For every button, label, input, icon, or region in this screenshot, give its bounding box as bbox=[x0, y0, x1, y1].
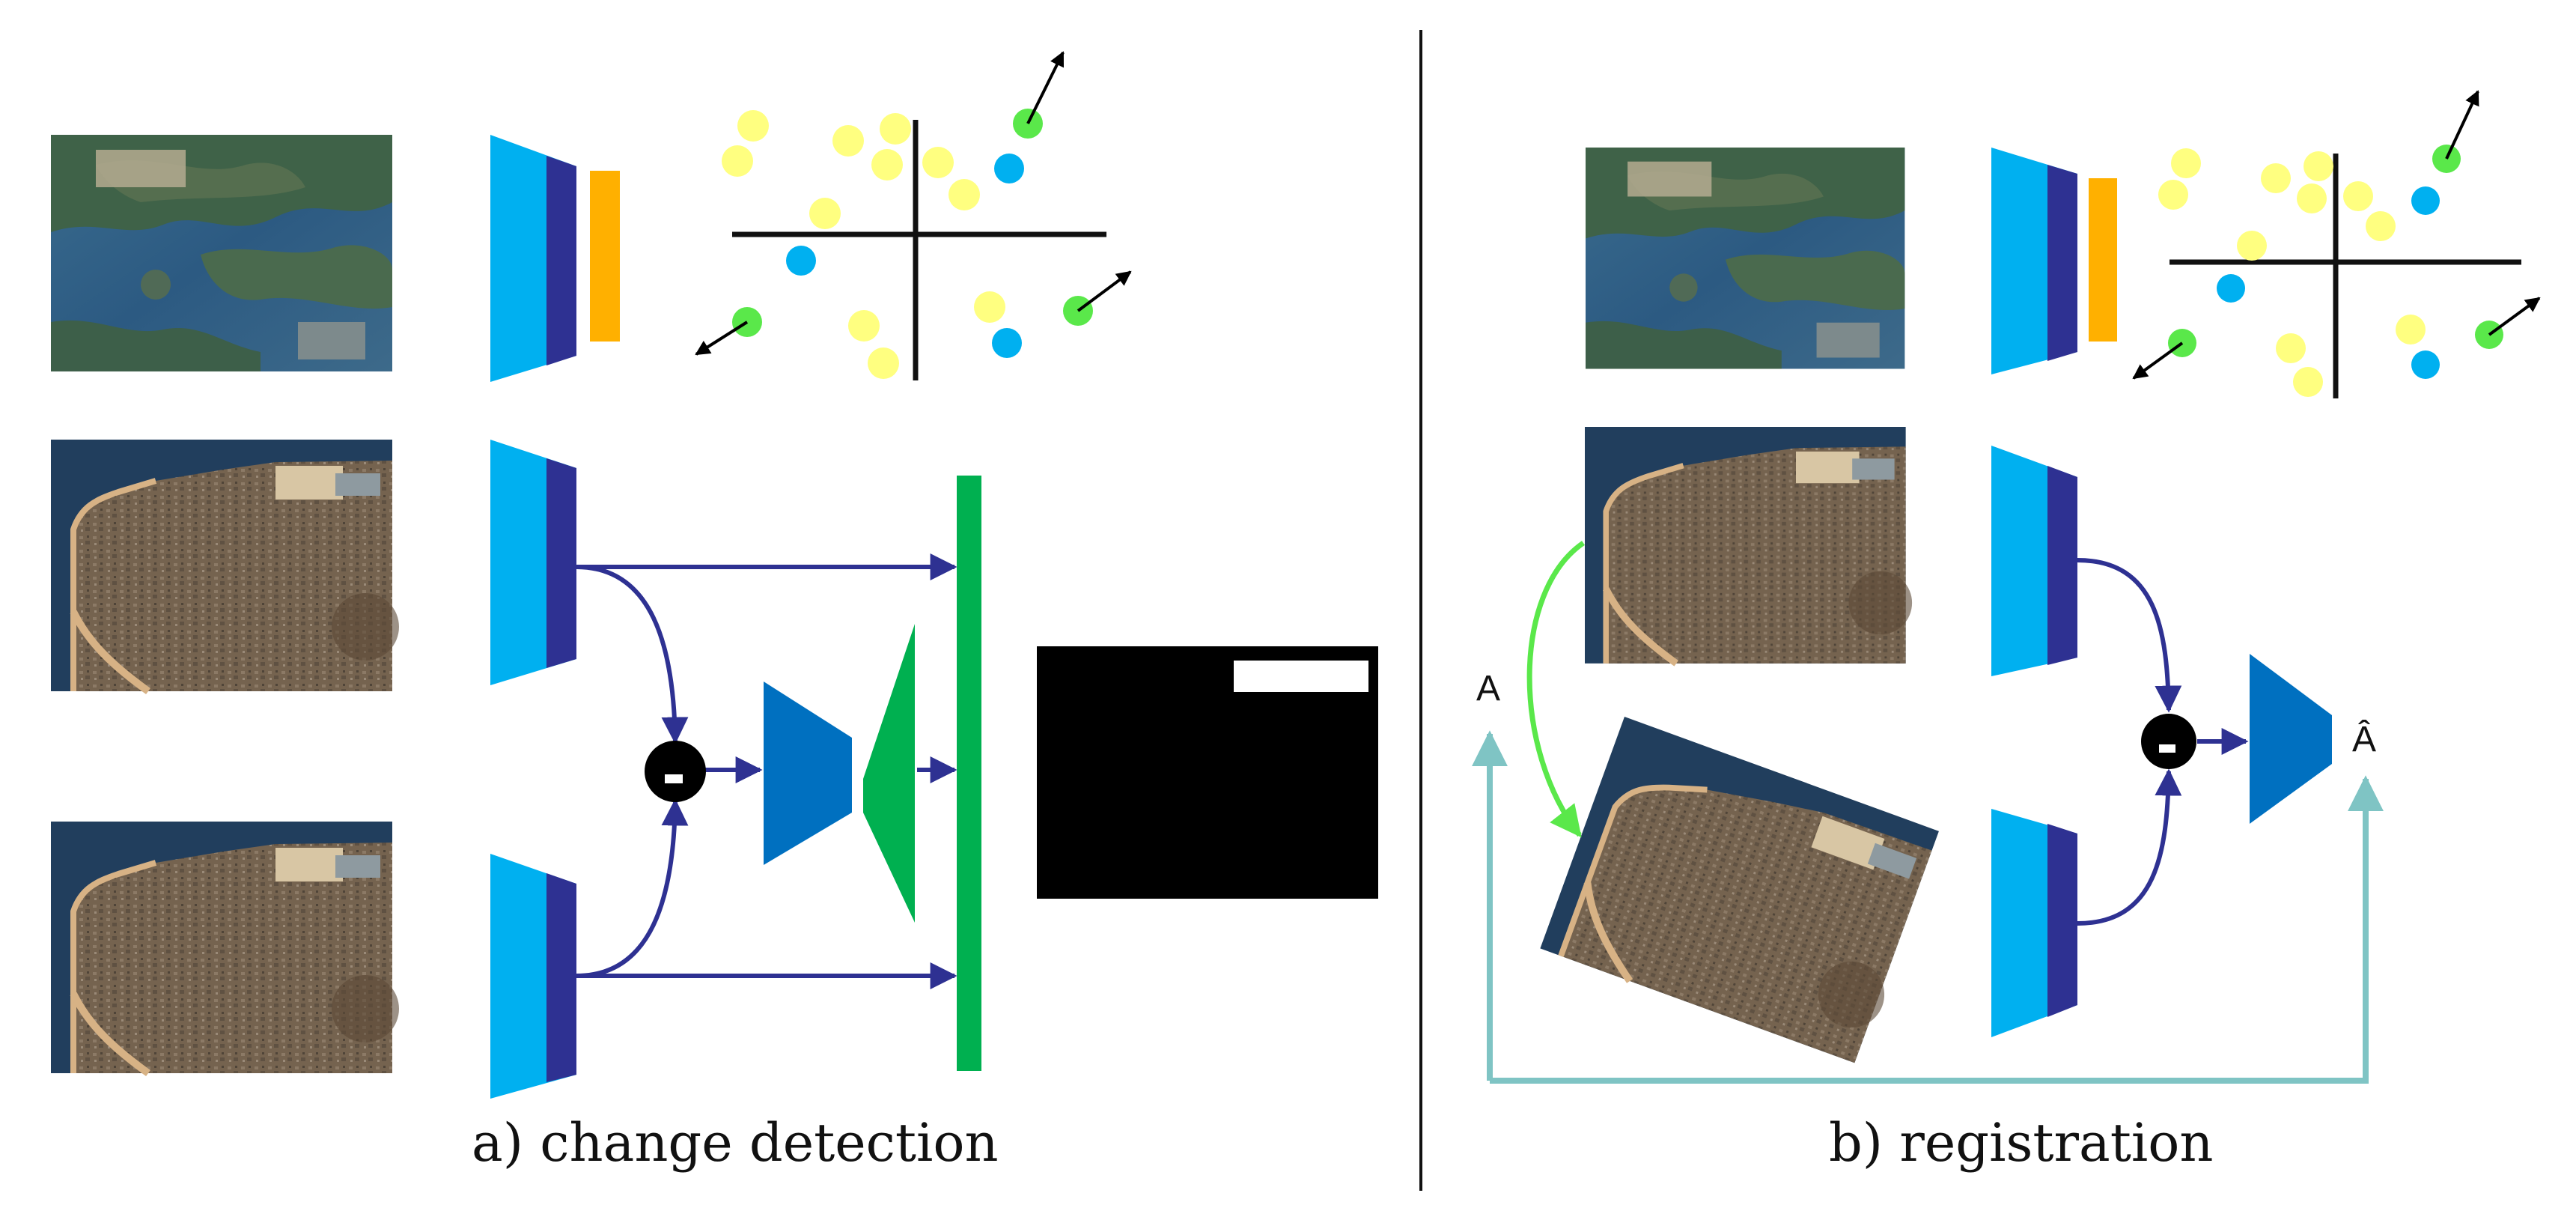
left-connectors bbox=[576, 553, 957, 989]
positive-point bbox=[2158, 148, 2426, 397]
right-middle-encoder bbox=[1991, 446, 2077, 676]
right-bottom-encoder bbox=[1991, 809, 2077, 1037]
left-top-encoder bbox=[490, 135, 576, 382]
right-projection-head bbox=[2089, 178, 2117, 342]
left-feature-fusion-bar bbox=[957, 476, 981, 1071]
anchor-point bbox=[2168, 145, 2503, 357]
positive-point bbox=[722, 110, 1005, 379]
transform-label-predicted: Â bbox=[2352, 720, 2377, 759]
right-connectors bbox=[2077, 558, 2249, 926]
warp-transform-arrow bbox=[1526, 541, 1585, 838]
negative-point bbox=[2217, 186, 2440, 379]
change-mask-region bbox=[1234, 661, 1368, 692]
right-top-satellite-image bbox=[1586, 148, 1905, 369]
right-regression-head bbox=[2250, 654, 2332, 824]
right-embedding-space bbox=[2132, 90, 2541, 398]
left-decoder-upsampler bbox=[863, 624, 915, 923]
top-left-satellite-image bbox=[51, 135, 392, 371]
right-top-encoder bbox=[1991, 148, 2077, 374]
left-middle-encoder bbox=[490, 440, 576, 685]
left-bottom-encoder bbox=[490, 854, 576, 1099]
transform-label-input: A bbox=[1476, 669, 1501, 708]
right-minus-operator bbox=[2141, 714, 2196, 769]
right-warped-satellite-image bbox=[1540, 717, 1945, 1065]
negative-point bbox=[786, 154, 1024, 358]
left-embedding-space bbox=[695, 51, 1132, 380]
left-projection-head bbox=[590, 171, 620, 342]
minus-circle-icon bbox=[665, 774, 683, 783]
right-reference-satellite-image bbox=[1585, 427, 1912, 664]
left-decoder-encoder-part bbox=[764, 682, 852, 865]
anchor-point bbox=[732, 109, 1093, 337]
loss-feedback-arrow bbox=[1487, 734, 2369, 1084]
minus-circle-icon bbox=[2159, 744, 2175, 753]
caption-change-detection: a) change detection bbox=[472, 1112, 999, 1174]
bottom-left-satellite-image bbox=[51, 822, 399, 1073]
middle-left-satellite-image bbox=[51, 440, 399, 691]
left-minus-operator bbox=[645, 741, 706, 802]
caption-registration: b) registration bbox=[1829, 1112, 2214, 1174]
